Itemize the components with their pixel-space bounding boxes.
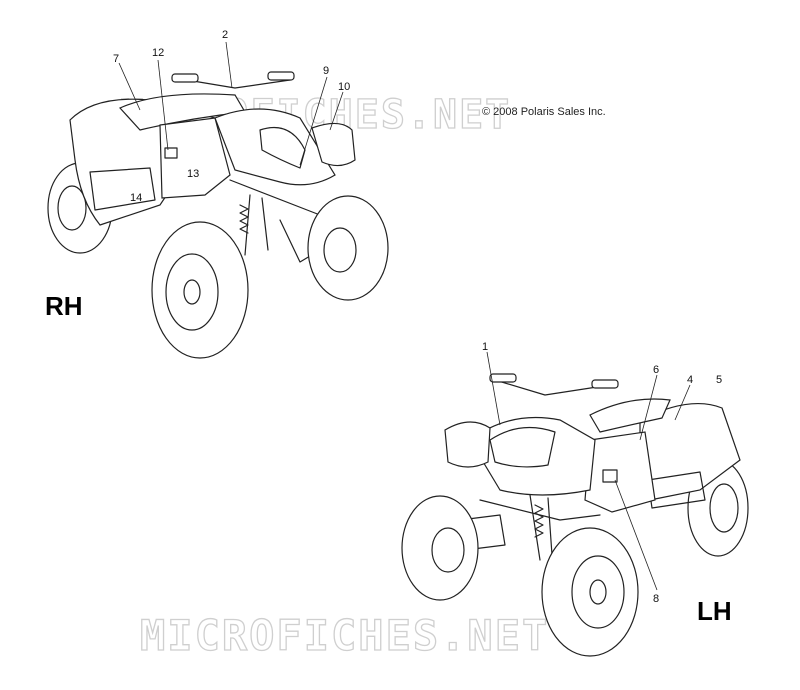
watermark-bottom: MICROFICHES.NET xyxy=(140,611,549,660)
atv-right-hand-view xyxy=(47,71,389,359)
atv-left-hand-view xyxy=(401,373,749,657)
callout-12: 12 xyxy=(152,47,164,59)
callout-9: 9 xyxy=(323,65,329,77)
callout-14: 14 xyxy=(130,192,142,204)
view-label-rh: RH xyxy=(45,291,83,321)
callout-10: 10 xyxy=(338,81,350,93)
copyright-text: © 2008 Polaris Sales Inc. xyxy=(482,106,606,118)
callout-13: 13 xyxy=(187,168,199,180)
view-label-lh: LH xyxy=(697,596,732,626)
callout-6: 6 xyxy=(653,364,659,376)
callout-4: 4 xyxy=(687,374,693,386)
callout-7: 7 xyxy=(113,53,119,65)
callout-8: 8 xyxy=(653,593,659,605)
callout-2: 2 xyxy=(222,29,228,41)
callout-1: 1 xyxy=(482,341,488,353)
callout-5: 5 xyxy=(716,374,722,386)
